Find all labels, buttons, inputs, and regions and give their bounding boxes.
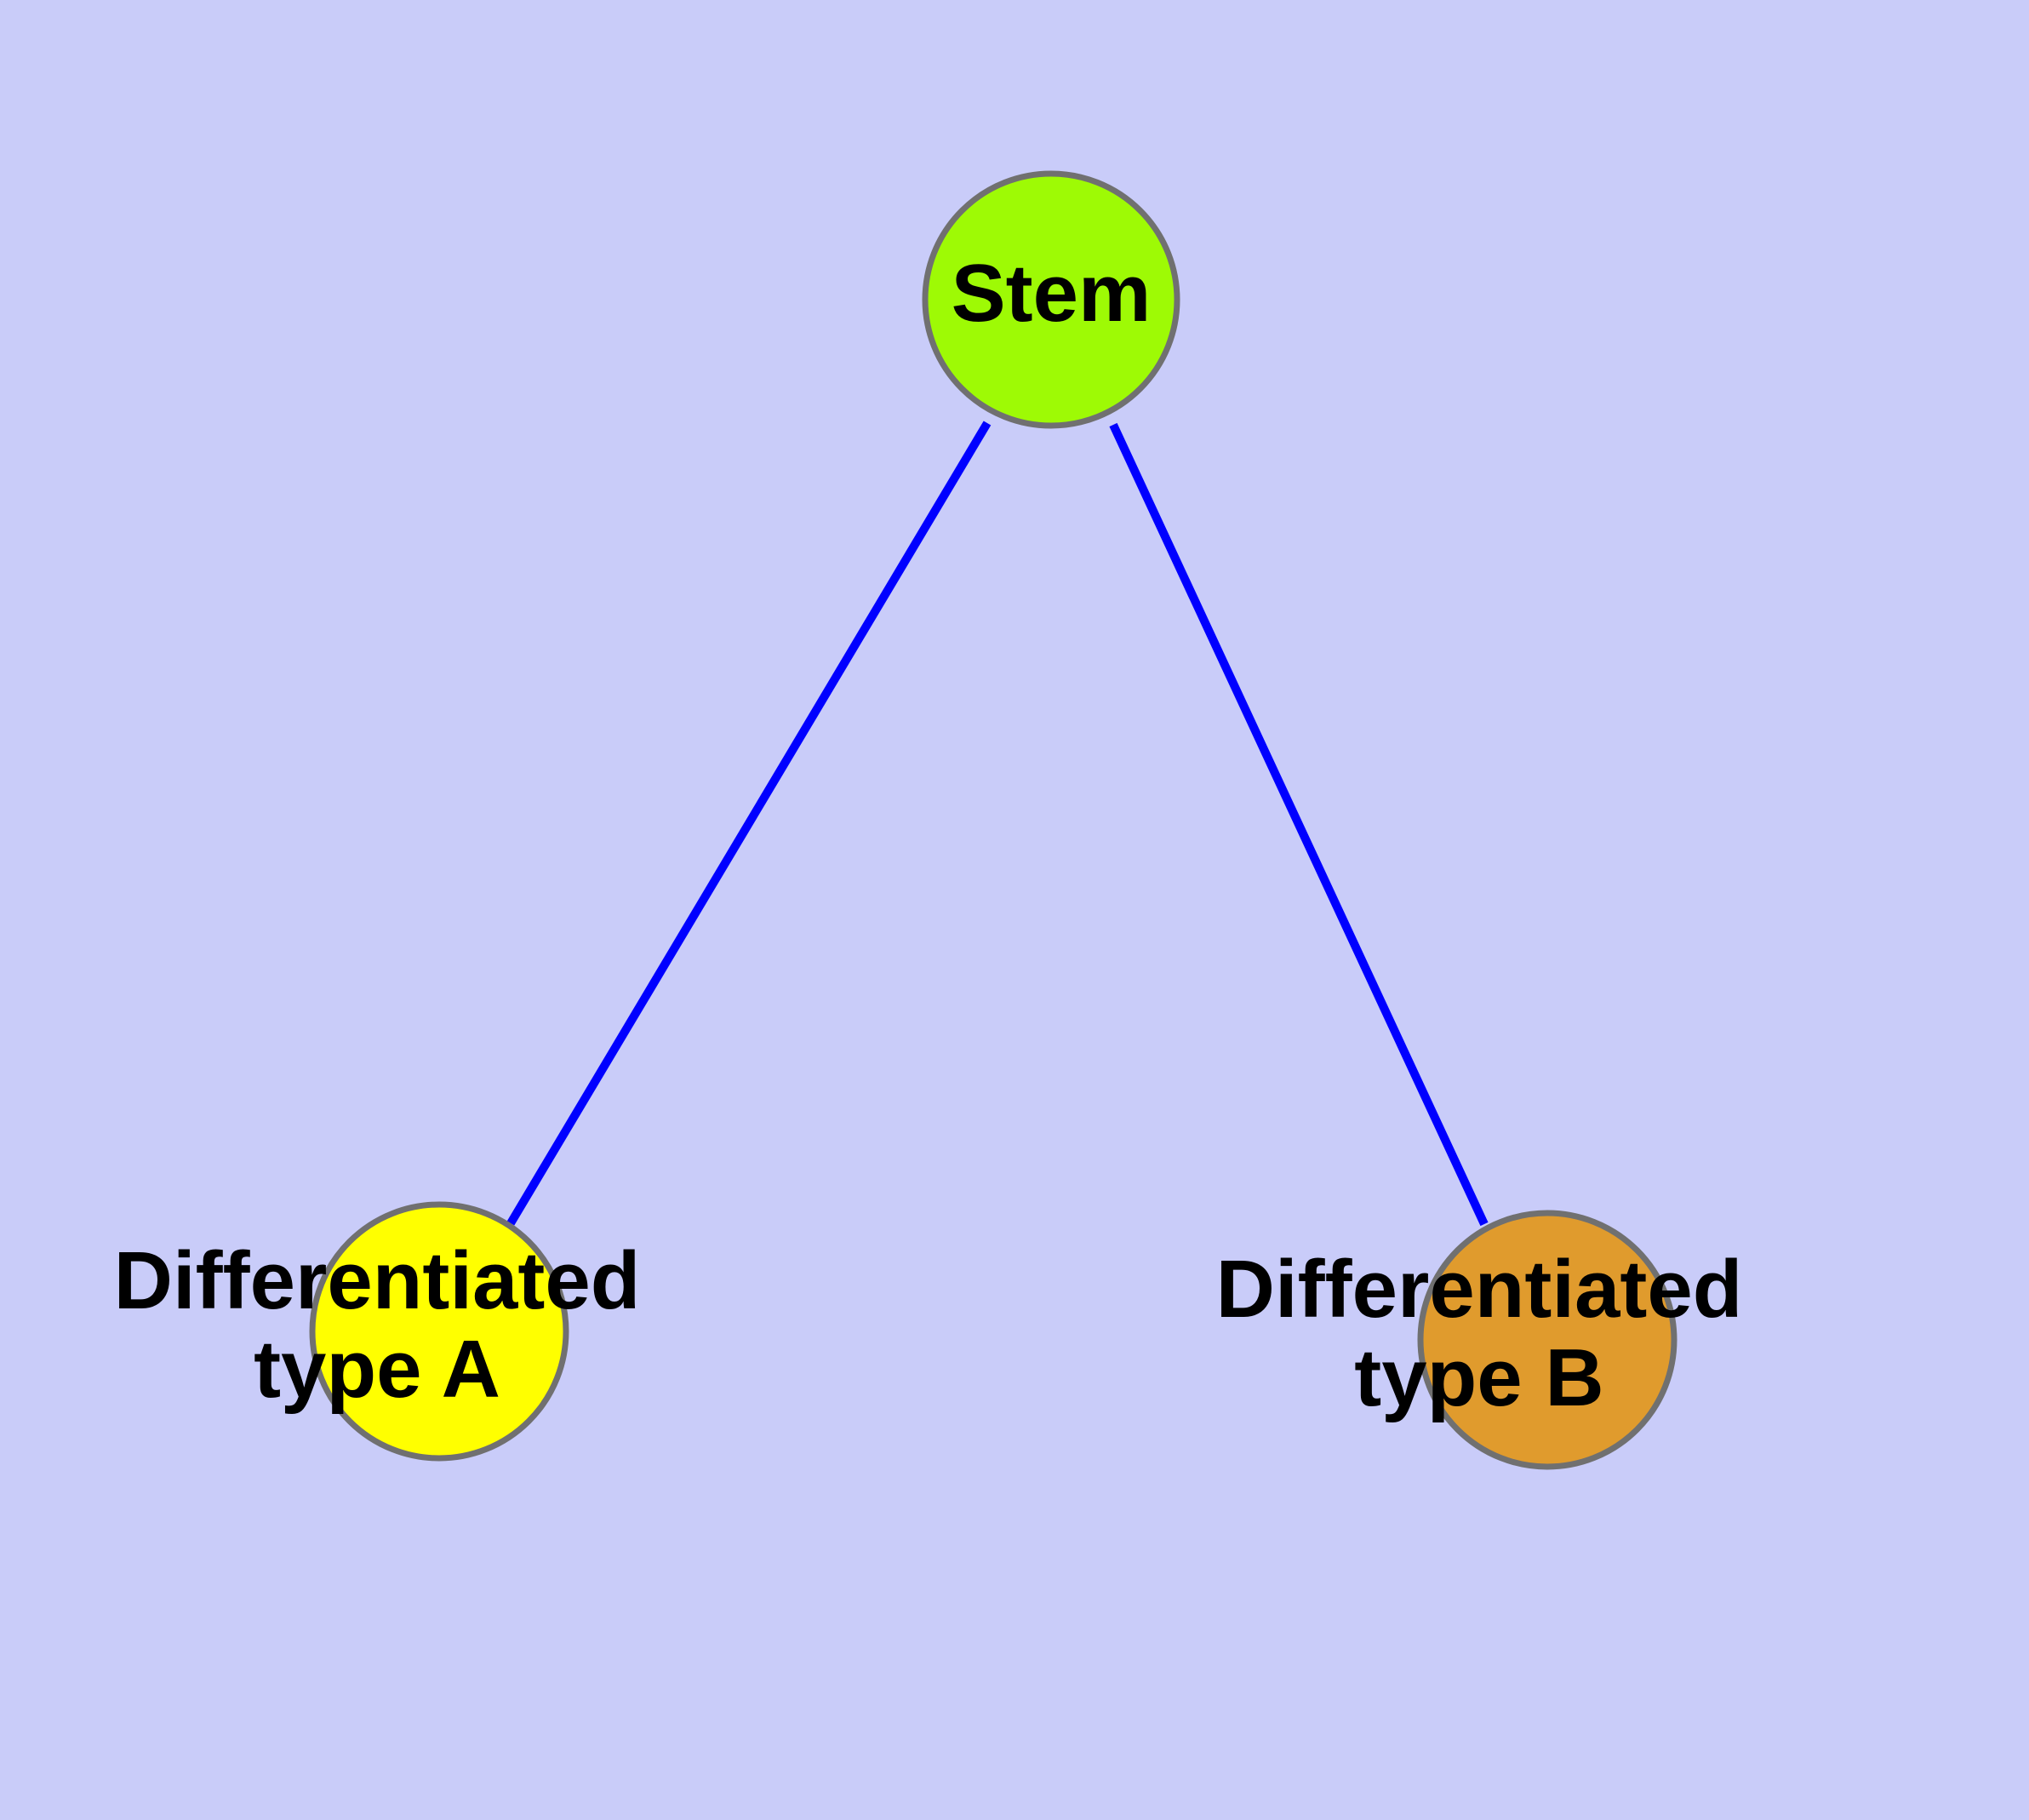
graph-edge-stem-to-a[interactable] bbox=[506, 421, 992, 1226]
graph-node-label-stem: Stem bbox=[952, 248, 1152, 339]
nodes-layer bbox=[309, 170, 1677, 1470]
graph-node-label-line: Differentiated bbox=[114, 1235, 641, 1326]
edges-layer bbox=[506, 421, 1489, 1227]
graph-node-label-line: type B bbox=[1354, 1332, 1603, 1423]
graph-node-stem[interactable] bbox=[922, 170, 1180, 429]
graph-node-diff-b[interactable] bbox=[1417, 1210, 1677, 1470]
graph-node-diff-a[interactable] bbox=[309, 1201, 569, 1462]
graph-edge-stem-to-b[interactable] bbox=[1109, 422, 1489, 1227]
graph-node-label-line: Differentiated bbox=[1216, 1244, 1743, 1335]
graph-node-label-line: type A bbox=[254, 1324, 500, 1415]
graph-node-label-line: Stem bbox=[952, 248, 1152, 339]
